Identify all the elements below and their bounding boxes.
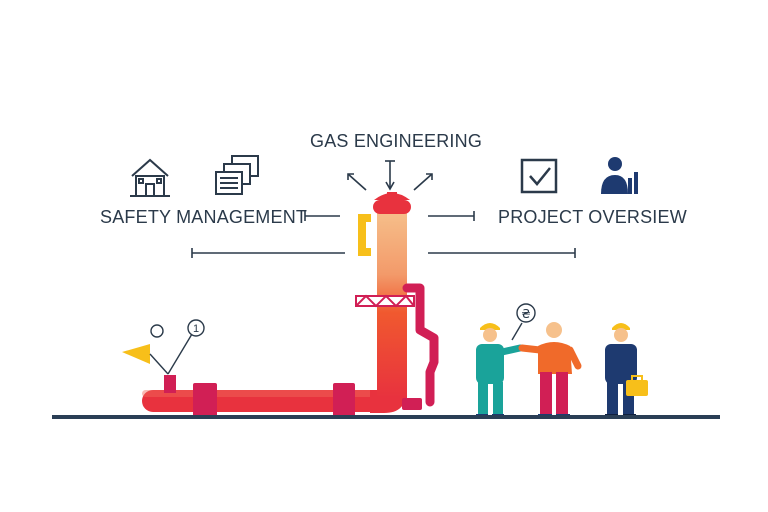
worker-orange	[518, 322, 582, 418]
worker-navy	[605, 323, 637, 418]
connector-lines	[191, 211, 576, 258]
house-icon	[130, 158, 170, 197]
pipe-flange	[402, 398, 422, 410]
documents-icon	[215, 155, 259, 195]
page-title: GAS ENGINEERING	[310, 131, 483, 151]
truss-beam	[355, 294, 415, 308]
arrows	[347, 160, 433, 191]
coin-marker	[511, 303, 536, 341]
ground-line	[52, 415, 720, 419]
project-overview-label: PROJECT OVERSIEW	[498, 207, 687, 227]
valve-marker	[122, 319, 205, 375]
secondary-pipe	[402, 283, 439, 407]
yellow-clamp	[358, 214, 371, 256]
safety-management-label: SAFETY MANAGEMENT	[100, 207, 308, 227]
horizontal-pipe	[142, 375, 394, 419]
manager-chart-icon	[601, 157, 638, 194]
coin-symbol: ₴	[521, 307, 530, 321]
valve-number: 1	[193, 323, 199, 335]
briefcase-icon	[626, 375, 648, 396]
checkbox-icon	[520, 158, 558, 194]
